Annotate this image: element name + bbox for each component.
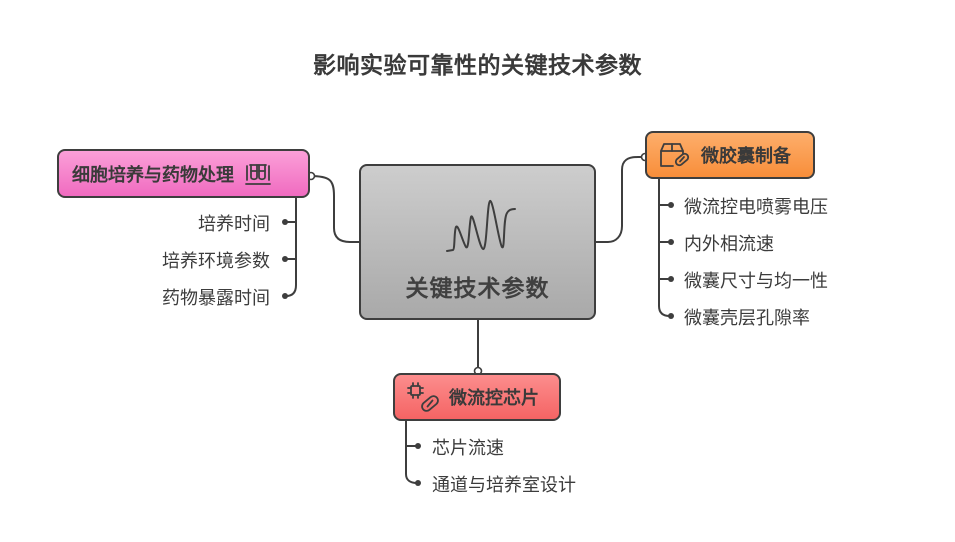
center-node[interactable]: 关键技术参数	[359, 164, 596, 320]
leaf-left-1: 培养环境参数	[162, 251, 270, 272]
leaf-left-0: 培养时间	[198, 214, 270, 235]
leaf-bottom-0: 芯片流速	[432, 438, 504, 459]
branch-label: 细胞培养与药物处理	[72, 164, 234, 186]
connector-bottom-leaves	[405, 421, 418, 484]
leaf-right-0: 微流控电喷雾电压	[684, 197, 828, 218]
connector-right-center	[596, 156, 645, 243]
branch-label: 微流控芯片	[449, 388, 539, 409]
leaf-right-2: 微囊尺寸与均一性	[684, 271, 828, 292]
leaf-bottom-1: 通道与培养室设计	[432, 475, 576, 496]
connector-right-leaves	[658, 179, 671, 317]
branch-microcapsule-prep[interactable]: 微胶囊制备	[645, 131, 815, 179]
branch-microfluidic-chip[interactable]: 微流控芯片	[393, 373, 561, 421]
leaf-left-2: 药物暴露时间	[162, 288, 270, 309]
branch-label: 微胶囊制备	[701, 146, 791, 167]
test-tubes-icon	[244, 162, 272, 186]
waveform-icon	[443, 191, 519, 259]
leaf-right-3: 微囊壳层孔隙率	[684, 308, 810, 329]
diagram-title: 影响实验可靠性的关键技术参数	[313, 53, 642, 79]
connector-left-leaves	[285, 198, 297, 297]
chip-capsule-icon	[407, 382, 441, 412]
branch-cell-culture[interactable]: 细胞培养与药物处理	[57, 149, 310, 198]
leaf-right-1: 内外相流速	[684, 234, 774, 255]
connector-left-center	[309, 175, 359, 243]
center-label: 关键技术参数	[405, 276, 550, 302]
box-capsule-icon	[659, 141, 691, 169]
